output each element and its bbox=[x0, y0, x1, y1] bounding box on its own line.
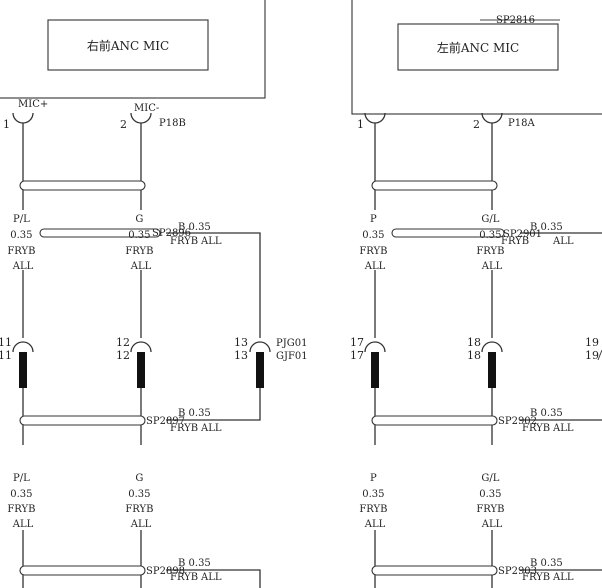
connector-18-label-b: 18 bbox=[467, 349, 481, 362]
splice-left-low-spec: B 0.35 bbox=[178, 558, 211, 569]
splice-right-low-code: FRYB bbox=[522, 572, 550, 583]
left-pin1-lower-label: P/L 0.35 FRYB ALL bbox=[7, 473, 38, 530]
splice-right-low-opt: ALL bbox=[552, 572, 574, 583]
connector-17-label-a: 17 bbox=[350, 336, 364, 349]
splice-right-upper-id: SP2901 bbox=[503, 229, 542, 240]
shield-left-low bbox=[19, 565, 146, 576]
right-pin1-lower-label: P 0.35 FRYB ALL bbox=[359, 473, 390, 530]
right-pin2-ref: P18A bbox=[508, 118, 535, 129]
drain-wire-left-low bbox=[166, 569, 261, 588]
left-pin1-number: 1 bbox=[3, 118, 10, 131]
splice-labels: SP2896 B 0.35 ALL SP2901 B 0.35 FRYB ALL… bbox=[146, 222, 574, 583]
splice-left-mid-opt: ALL bbox=[200, 423, 222, 434]
shield-capsules bbox=[19, 180, 505, 576]
right-module-inner bbox=[397, 23, 559, 71]
splice-right-mid-code: FRYB bbox=[522, 423, 550, 434]
shield-left-upper bbox=[39, 228, 161, 238]
left-pin2-lower-label: G 0.35 FRYB ALL bbox=[125, 473, 156, 530]
right-pin2-lower-label: G/L 0.35 FRYB ALL bbox=[476, 473, 507, 530]
left-module-inner bbox=[47, 19, 209, 71]
splice-left-upper-id: SP2896 bbox=[152, 228, 191, 239]
connector-12-body bbox=[137, 352, 145, 388]
splice-right-upper-spec: B 0.35 bbox=[530, 222, 563, 233]
connector-13-ref-1: PJG01 bbox=[276, 338, 307, 349]
splice-right-mid-opt: ALL bbox=[552, 423, 574, 434]
connector-13-body bbox=[256, 352, 264, 388]
connector-19-label-a: 19 bbox=[585, 336, 599, 349]
splice-right-mid-id: SP2902 bbox=[498, 416, 537, 427]
connector-11-body bbox=[19, 352, 27, 388]
shield-right-upper bbox=[391, 228, 505, 238]
right-pin2-upper-label: G/L 0.35 FRYB ALL bbox=[476, 214, 507, 272]
splice-right-upper-code: FRYB bbox=[501, 236, 529, 247]
left-pin2-ref: P18B bbox=[159, 118, 186, 129]
splice-left-upper-spec: B 0.35 bbox=[178, 222, 211, 233]
shield-right-low bbox=[371, 565, 498, 576]
left-pin2-number: 2 bbox=[120, 118, 127, 131]
shield-left-mid bbox=[19, 415, 146, 426]
splice-right-low-id: SP2903 bbox=[498, 566, 537, 577]
splice-left-low-code: FRYB bbox=[170, 572, 198, 583]
connector-13-ref-2: GJF01 bbox=[276, 351, 308, 362]
connector-18-body bbox=[488, 352, 496, 388]
connector-12-cup bbox=[130, 341, 152, 353]
connector-11-cup bbox=[12, 341, 34, 353]
connector-17-body bbox=[371, 352, 379, 388]
connector-13-cup bbox=[249, 341, 271, 353]
splice-left-low-opt: ALL bbox=[200, 572, 222, 583]
left-pin1-terminal bbox=[12, 112, 34, 124]
connector-11: 11 11 bbox=[0, 336, 34, 388]
left-module-label: 右前ANC MIC bbox=[87, 38, 169, 53]
right-module: SP2816 左前ANC MIC 1 2 P18A bbox=[351, 0, 602, 131]
connector-17: 17 17 bbox=[350, 336, 386, 388]
shield-right-mid bbox=[371, 415, 498, 426]
splice-left-mid-code: FRYB bbox=[170, 423, 198, 434]
right-splice-top-label: SP2816 bbox=[496, 15, 535, 26]
connector-11-label-a: 11 bbox=[0, 336, 12, 349]
splice-right-mid-spec: B 0.35 bbox=[530, 408, 563, 419]
connector-19-label-b: 19 bbox=[585, 349, 599, 362]
splice-right-low-spec: B 0.35 bbox=[530, 558, 563, 569]
connector-11-label-b: 11 bbox=[0, 349, 12, 362]
left-pin1-name: MIC+ bbox=[18, 99, 48, 110]
right-pin1-upper-label: P 0.35 FRYB ALL bbox=[359, 214, 390, 272]
splice-left-mid-id: SP2897 bbox=[146, 416, 185, 427]
vertical-wires bbox=[22, 123, 602, 588]
splice-left-low-id: SP2898 bbox=[146, 566, 185, 577]
splice-right-upper-opt: ALL bbox=[552, 236, 574, 247]
connector-18-label-a: 18 bbox=[467, 336, 481, 349]
left-module: 右前ANC MIC MIC+ MIC- 1 2 P18B bbox=[0, 0, 266, 131]
shield-left-top bbox=[19, 180, 146, 191]
inline-connectors: 11 11 12 12 13 13 PJG01 GJF01 17 17 18 bbox=[0, 336, 602, 388]
connector-18-cup bbox=[481, 341, 503, 353]
left-pin2-name: MIC- bbox=[134, 103, 159, 114]
left-pin2-terminal bbox=[130, 112, 152, 124]
splice-left-mid-spec: B 0.35 bbox=[178, 408, 211, 419]
shield-right-top bbox=[371, 180, 498, 191]
right-pin2-number: 2 bbox=[473, 118, 480, 131]
connector-12: 12 12 bbox=[116, 336, 152, 388]
connector-12-label-a: 12 bbox=[116, 336, 130, 349]
splice-left-upper-opt: ALL bbox=[200, 236, 222, 247]
splice-left-upper-code: FRYB bbox=[170, 236, 198, 247]
drain-wire-left-upper bbox=[166, 232, 261, 338]
connector-13-label-b: 13 bbox=[234, 349, 248, 362]
left-pin1-upper-label: P/L 0.35 FRYB ALL bbox=[7, 214, 38, 272]
connector-17-cup bbox=[364, 341, 386, 353]
right-pin1-number: 1 bbox=[357, 118, 364, 131]
connector-12-label-b: 12 bbox=[116, 349, 130, 362]
connector-17-label-b: 17 bbox=[350, 349, 364, 362]
drain-wire-left-mid bbox=[166, 388, 261, 421]
connector-13-label-a: 13 bbox=[234, 336, 248, 349]
connector-13: 13 13 PJG01 GJF01 bbox=[234, 336, 308, 388]
connector-19: 19 19 bbox=[585, 336, 602, 362]
connector-19-stub bbox=[597, 349, 602, 361]
connector-18: 18 18 bbox=[467, 336, 503, 388]
right-module-label: 左前ANC MIC bbox=[437, 40, 519, 55]
left-pin2-upper-label: G 0.35 FRYB ALL bbox=[125, 214, 156, 272]
wire-spec-labels: P/L 0.35 FRYB ALL G 0.35 FRYB ALL P 0.35… bbox=[7, 214, 507, 530]
